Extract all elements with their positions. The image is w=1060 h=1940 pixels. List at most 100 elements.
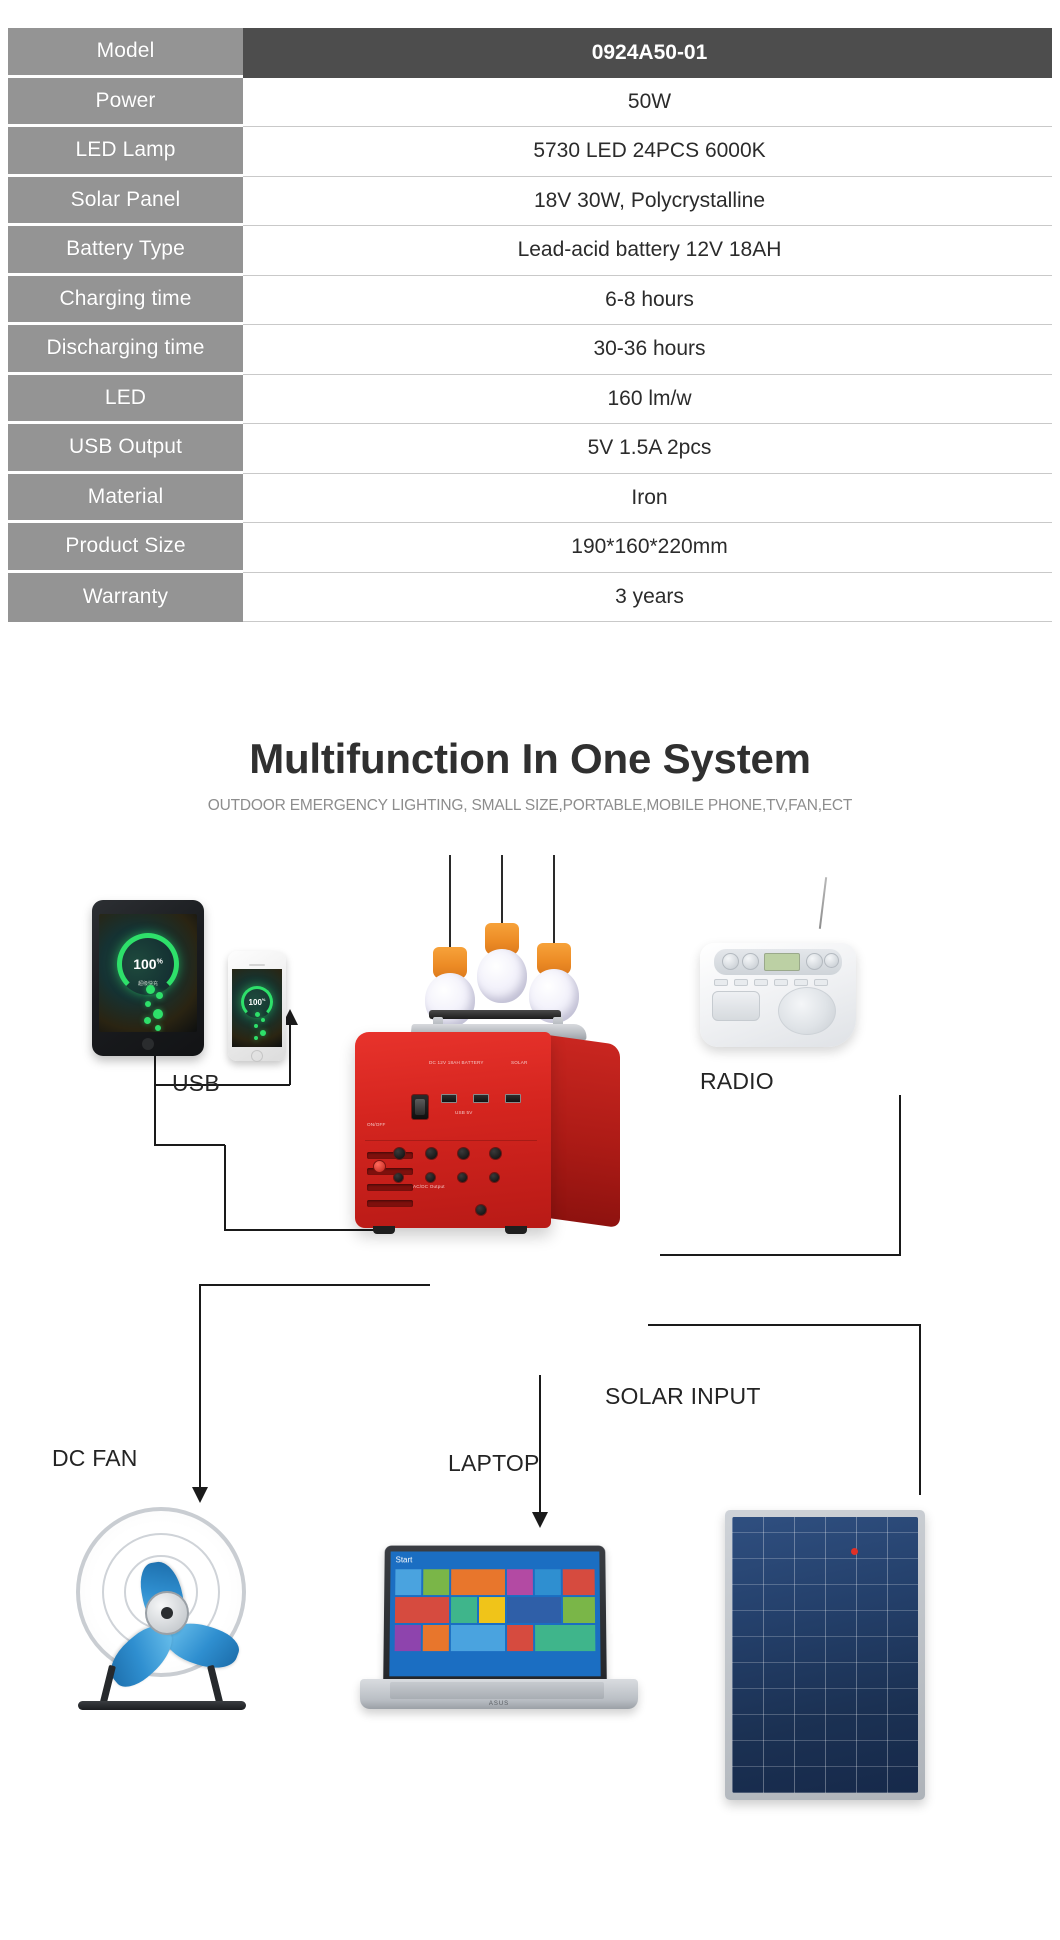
charge-unit: % [261,996,266,1002]
spec-value: Lead-acid battery 12V 18AH [243,226,1052,276]
laptop-start-label: Start [395,1555,413,1565]
panel-label-solar: SOLAR [511,1060,528,1065]
page-subtitle: OUTDOOR EMERGENCY LIGHTING, SMALL SIZE,P… [207,797,853,815]
panel-label-ac: AC/DC Output [413,1184,445,1189]
phone-charge-percent: 100% [249,997,266,1007]
fan-hub-center [161,1606,173,1619]
spec-label: Solar Panel [8,176,243,226]
spec-table-body: Model 0924A50-01 Power 50W LED Lamp 5730… [8,28,1052,622]
station-front-panel: DC 12V 18AH BATTERY SOLAR USB 5V AC/DC O… [355,1032,551,1234]
spec-value: 3 years [243,572,1052,622]
bulb-center [472,855,532,1060]
spec-label: Warranty [8,572,243,622]
solar-input-port[interactable] [475,1204,487,1216]
spec-label: Power [8,77,243,127]
lamp-cord [553,855,555,943]
radio-knob-icon [722,953,739,970]
usb-port-b[interactable] [473,1094,489,1103]
table-row: LED 160 lm/w [8,374,1052,424]
lamp-cord [449,855,451,947]
spec-label: Model [8,28,243,78]
laptop-screen: Start [389,1551,601,1677]
label-dc-fan: DC FAN [52,1445,138,1471]
radio-knob-icon [824,953,839,968]
charge-ring-icon [117,932,179,995]
label-radio: RADIO [700,1068,774,1094]
charge-blobs-icon [252,1011,270,1042]
output-port[interactable] [489,1147,502,1160]
radio-lcd-display [764,953,800,971]
laptop-brand-label: ASUS [488,1701,510,1707]
spec-value: 50W [243,77,1052,127]
usb-port-c[interactable] [505,1094,521,1103]
output-port[interactable] [393,1147,406,1160]
solar-panel-device [725,1510,925,1800]
spec-value: 6-8 hours [243,275,1052,325]
charge-ring-icon [241,985,273,1018]
spec-value: Iron [243,473,1052,523]
power-station-device: DC 12V 18AH BATTERY SOLAR USB 5V AC/DC O… [355,1010,670,1260]
tablet-device: 100% 超级快充 [92,900,204,1056]
spec-label: USB Output [8,424,243,474]
laptop-base: ASUS [360,1679,638,1709]
output-port[interactable] [457,1147,470,1160]
fan-base [78,1701,246,1710]
spec-label: Battery Type [8,226,243,276]
radio-speaker-icon [778,987,836,1035]
table-row: Discharging time 30-36 hours [8,325,1052,375]
spec-label: Material [8,473,243,523]
solar-marker-icon [851,1548,858,1555]
radio-button-row [714,979,834,987]
solar-cells-icon [732,1517,918,1793]
output-port[interactable] [425,1172,436,1183]
bulb-glass-icon [477,949,527,1003]
usb-port-a[interactable] [441,1094,457,1103]
table-row: Solar Panel 18V 30W, Polycrystalline [8,176,1052,226]
label-laptop: LAPTOP [448,1450,540,1476]
label-usb: USB [172,1070,220,1096]
output-port[interactable] [457,1172,468,1183]
station-side-panel [548,1034,620,1229]
tablet-charge-sub: 超级快充 [137,981,159,988]
output-port[interactable] [489,1172,500,1183]
spec-value: 190*160*220mm [243,523,1052,573]
panel-label-switch: ON/OFF [367,1122,386,1127]
spec-label: Discharging time [8,325,243,375]
laptop-device: Start [360,1545,638,1730]
laptop-lid: Start [383,1545,607,1683]
panel-groove [365,1140,537,1141]
reset-knob[interactable] [373,1160,386,1173]
phone-device: 100% [228,951,286,1062]
table-row: Charging time 6-8 hours [8,275,1052,325]
spec-value: 30-36 hours [243,325,1052,375]
power-switch[interactable] [411,1094,429,1120]
table-row: Material Iron [8,473,1052,523]
radio-cd-slot [712,991,760,1021]
spec-value: 0924A50-01 [243,28,1052,78]
spec-label: Charging time [8,275,243,325]
tablet-charge-percent: 100% [133,956,163,972]
output-port[interactable] [425,1147,438,1160]
spec-label: LED [8,374,243,424]
table-row: Model 0924A50-01 [8,28,1052,78]
specification-table: Model 0924A50-01 Power 50W LED Lamp 5730… [8,28,1052,622]
carry-handle-icon [429,1010,561,1019]
spec-label: Product Size [8,523,243,573]
headline-block: Multifunction In One System OUTDOOR EMER… [0,735,1060,815]
output-port[interactable] [393,1172,404,1183]
radio-knob-icon [742,953,759,970]
charge-blobs-icon [142,984,172,1032]
table-row: Product Size 190*160*220mm [8,523,1052,573]
phone-speaker-icon [249,964,265,966]
spec-value: 160 lm/w [243,374,1052,424]
table-row: Warranty 3 years [8,572,1052,622]
charge-value: 100 [248,997,262,1007]
lamp-cord [501,855,503,923]
system-diagram: 100% 超级快充 100% [0,855,1060,1940]
charge-unit: % [156,957,163,965]
panel-label-usb: USB 5V [455,1110,473,1115]
charge-value: 100 [133,955,157,972]
spec-value: 5730 LED 24PCS 6000K [243,127,1052,177]
label-solar-input: SOLAR INPUT [605,1383,761,1409]
spec-label: LED Lamp [8,127,243,177]
